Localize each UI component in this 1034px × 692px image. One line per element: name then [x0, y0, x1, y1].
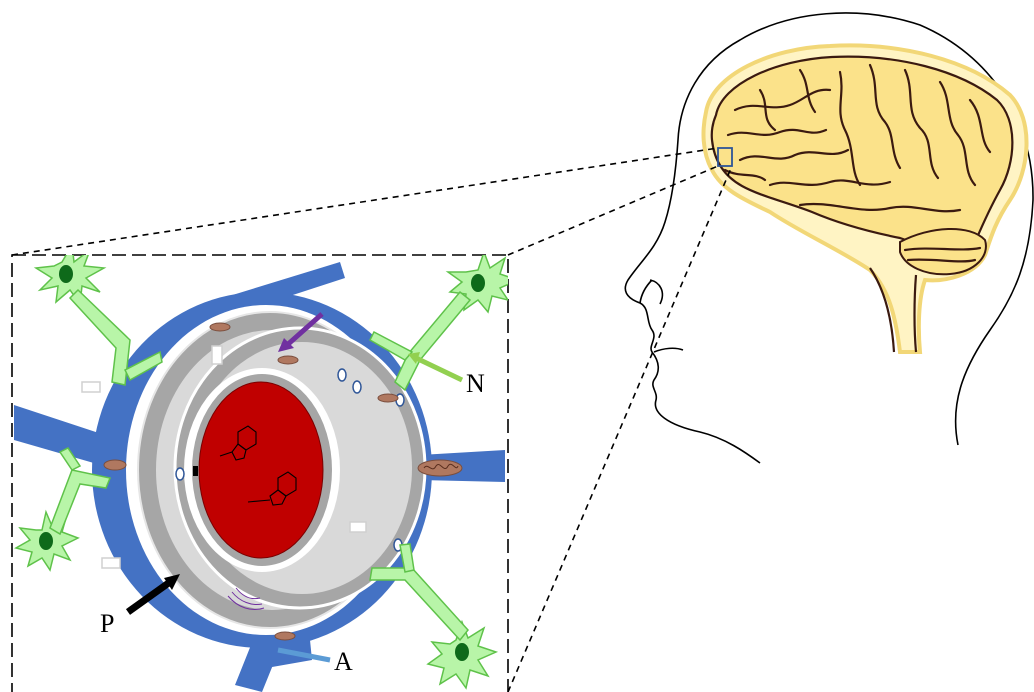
neuron-label-arrow [416, 358, 462, 380]
vessel-lumen [199, 382, 323, 558]
brain-icon [704, 45, 1027, 352]
pericyte-label: P [100, 609, 114, 638]
astrocyte-label: A [334, 647, 353, 676]
inset-content [14, 245, 518, 692]
brain-cerebellum [900, 229, 986, 274]
brain-cerebrum [712, 57, 1013, 246]
neuron-label: N [466, 369, 485, 398]
